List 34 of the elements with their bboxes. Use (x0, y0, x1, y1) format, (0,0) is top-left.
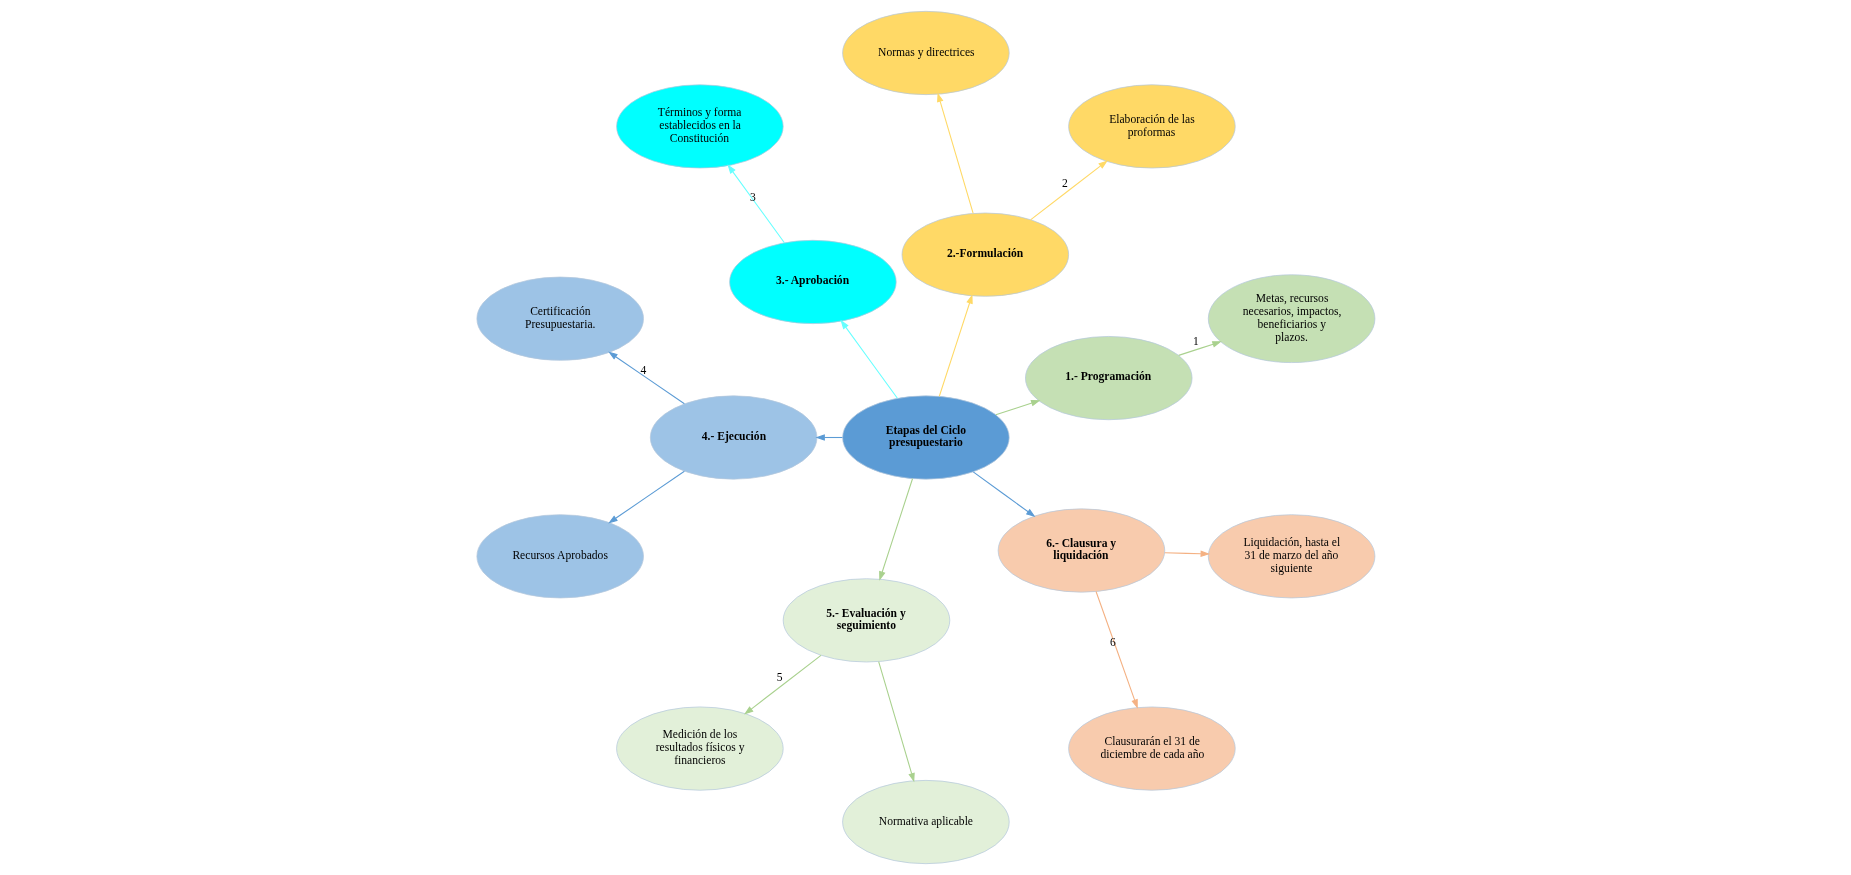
arrow (972, 471, 1035, 518)
node-ellipse: Liquidación, hasta el 31 de marzo del año siguiente (1207, 514, 1375, 599)
node-ellipse: Normas y directrices (841, 10, 1010, 95)
arrow (1029, 160, 1108, 221)
arrow (726, 164, 785, 244)
arrow (607, 351, 685, 405)
edge-label: 6 (1109, 635, 1116, 649)
arrow (607, 470, 685, 524)
node-ellipse: 4.- Ejecución (649, 395, 817, 480)
arrow (994, 400, 1040, 416)
arrow (743, 654, 821, 715)
node-ellipse: 5.- Evaluación y seguimiento (782, 578, 950, 663)
arrow (936, 92, 974, 214)
node-ellipse: Normativa aplicable (841, 780, 1010, 865)
arrow (938, 294, 973, 397)
edge-label: 2 (1061, 176, 1068, 190)
arrow (814, 434, 843, 441)
arrow (839, 319, 898, 399)
node-ellipse: Términos y forma establecidos en la Constitución (615, 84, 784, 169)
node-ellipse: 3.- Aprobación (728, 239, 897, 324)
arrow (1163, 550, 1210, 558)
arrow (878, 478, 913, 581)
edge-label: 3 (749, 190, 756, 204)
node-ellipse: 1.- Programación (1024, 336, 1192, 421)
node-ellipse: Etapas del Ciclo presupuestario (841, 395, 1010, 480)
node-ellipse: Clausurarán el 31 de diciembre de cada año (1067, 706, 1236, 791)
edge-label: 4 (639, 364, 646, 378)
arrow (1095, 591, 1138, 709)
node-ellipse: Metas, recursos necesarios, impactos, beneficiarios y plazos. (1207, 274, 1375, 363)
arrow (1177, 341, 1222, 356)
edge-label: 1 (1192, 334, 1199, 348)
arrow (877, 661, 915, 783)
edge-label: 5 (776, 670, 783, 684)
node-ellipse: 2.-Formulación (901, 212, 1069, 297)
